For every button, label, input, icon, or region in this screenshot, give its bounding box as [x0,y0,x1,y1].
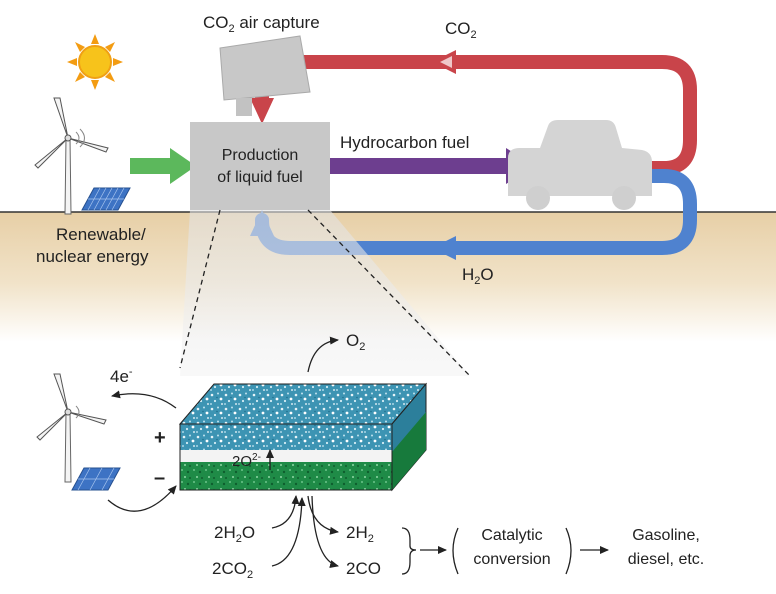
renewable-label-line2: nuclear energy [36,247,149,266]
o2-release-arrow [307,336,339,373]
co2-loop-label: CO2 [445,19,477,41]
production-label-line1: Production [222,147,299,164]
products-brace [401,527,417,575]
gasoline-label-line1: Gasoline, [632,527,700,544]
electrolysis-cell-icon [178,382,428,492]
electrons-label: 4e- [110,366,133,386]
reactant-co2-label: 2CO2 [212,559,253,581]
wind-turbine-icon-lower [36,373,107,483]
electron-in-arrow [107,485,177,512]
h2o-loop-arrowhead-left [432,236,456,260]
paren-left [452,527,459,575]
h2o-loop-label: H2O [462,265,494,287]
wind-turbine-icon [34,97,109,215]
catalytic-label-line2: conversion [473,551,550,568]
production-box [190,122,330,210]
zoom-line-right [307,209,471,377]
production-label-line2: of liquid fuel [217,169,302,186]
sun-icon [67,34,123,90]
paren-right [565,527,572,575]
electron-out-arrow [111,390,177,409]
product-h2-label: 2H2 [346,523,374,545]
energy-input-arrow [130,148,196,184]
co2-capture-label: CO2 air capture [203,13,320,35]
car-icon [508,120,652,210]
hydrocarbon-fuel-arrow [330,148,534,184]
oxide-ion-label: 2O2- [232,452,261,470]
zoom-cone [180,210,470,376]
reactant-h2o-label: 2H2O [214,523,255,545]
product-co-label: 2CO [346,559,381,578]
air-capture-unit-icon [219,35,311,116]
cathode-minus-sign: – [154,467,165,489]
solar-panel-icon [81,187,131,211]
zoom-line-left [179,209,221,369]
anode-plus-sign: + [154,427,166,449]
solar-panel-icon-lower [71,467,121,491]
o2-label: O2 [346,331,365,353]
co-out-arrow [311,495,339,568]
co2-loop-arrowhead-down [250,98,274,124]
h2-out-arrow [307,495,339,535]
gasoline-label-line2: diesel, etc. [628,551,704,568]
catalytic-label-line1: Catalytic [481,527,542,544]
h2o-in-arrow [271,495,300,529]
hydrocarbon-fuel-label: Hydrocarbon fuel [340,133,469,152]
co2-in-arrow [271,497,306,567]
renewable-label-line1: Renewable/ [56,225,146,244]
